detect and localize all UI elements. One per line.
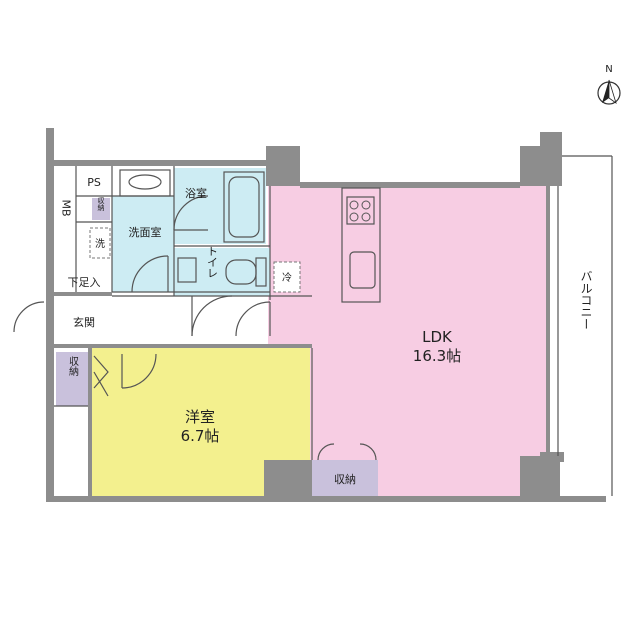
closet-western-label: 収納	[67, 356, 79, 377]
washroom-label: 洗面室	[129, 225, 162, 239]
washer-label: 洗	[95, 238, 105, 250]
closet-wash-label: 収納	[97, 197, 105, 212]
stove-icon	[349, 200, 371, 222]
bath-label: 浴室	[185, 186, 207, 200]
walls	[46, 128, 606, 502]
washer-area	[89, 227, 111, 259]
western-name: 洋室	[185, 408, 215, 426]
bath-area	[174, 168, 266, 244]
western-size: 6.7帖	[181, 427, 220, 445]
mb-label: MB	[60, 199, 73, 216]
fridge-area	[273, 261, 301, 293]
toilet-area	[174, 248, 270, 296]
washroom-area	[112, 196, 174, 292]
ldk-size: 16.3帖	[413, 347, 461, 365]
closet-ldk-label: 収納	[334, 473, 356, 486]
closet-western-area	[56, 352, 88, 406]
balcony-label: バルコニー	[579, 270, 593, 330]
interior-lines	[13, 155, 613, 496]
entrance-label: 玄関	[73, 315, 95, 329]
closet-ldk-area	[312, 460, 378, 496]
compass-north-label: N	[605, 64, 612, 75]
shoe-box-label: 下足入	[68, 276, 101, 289]
ldk-area	[268, 186, 546, 498]
north-compass: N	[597, 64, 621, 105]
toilet-label: トイレ	[206, 246, 219, 279]
ps-label: PS	[87, 176, 101, 189]
ldk-name: LDK	[422, 328, 453, 346]
closet-wash-area	[92, 198, 110, 220]
fridge-label: 冷	[282, 271, 292, 284]
